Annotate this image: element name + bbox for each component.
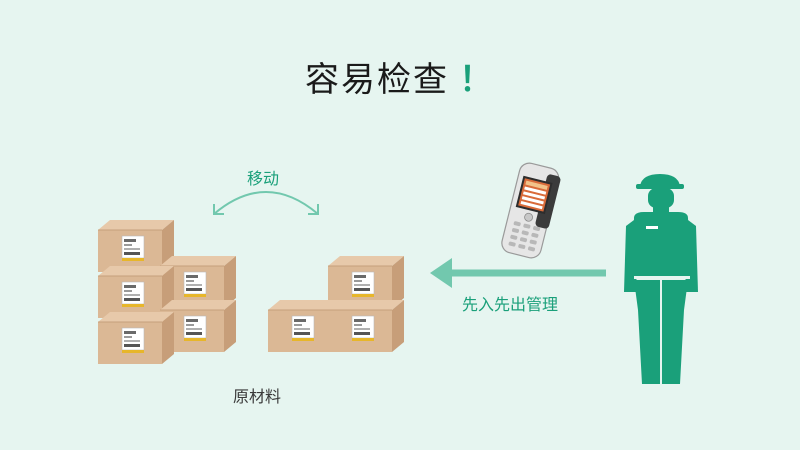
- worker-icon: [624, 174, 698, 384]
- right-box-stack: [267, 255, 405, 353]
- box-icon: [97, 311, 175, 365]
- title-exclamation: ！: [459, 60, 495, 100]
- title-text: 容易检查: [305, 60, 449, 100]
- box-icon: [327, 299, 405, 353]
- left-box-stack: [97, 219, 237, 365]
- arrow-icon: [430, 258, 606, 288]
- fifo-label: 先入先出管理: [462, 295, 559, 314]
- curved-arrow-icon: [213, 191, 319, 215]
- move-label: 移动: [247, 169, 280, 188]
- raw-material-label: 原材料: [233, 387, 282, 406]
- handheld-scanner-icon: [501, 162, 561, 259]
- page-title: 容易检查！: [0, 52, 800, 101]
